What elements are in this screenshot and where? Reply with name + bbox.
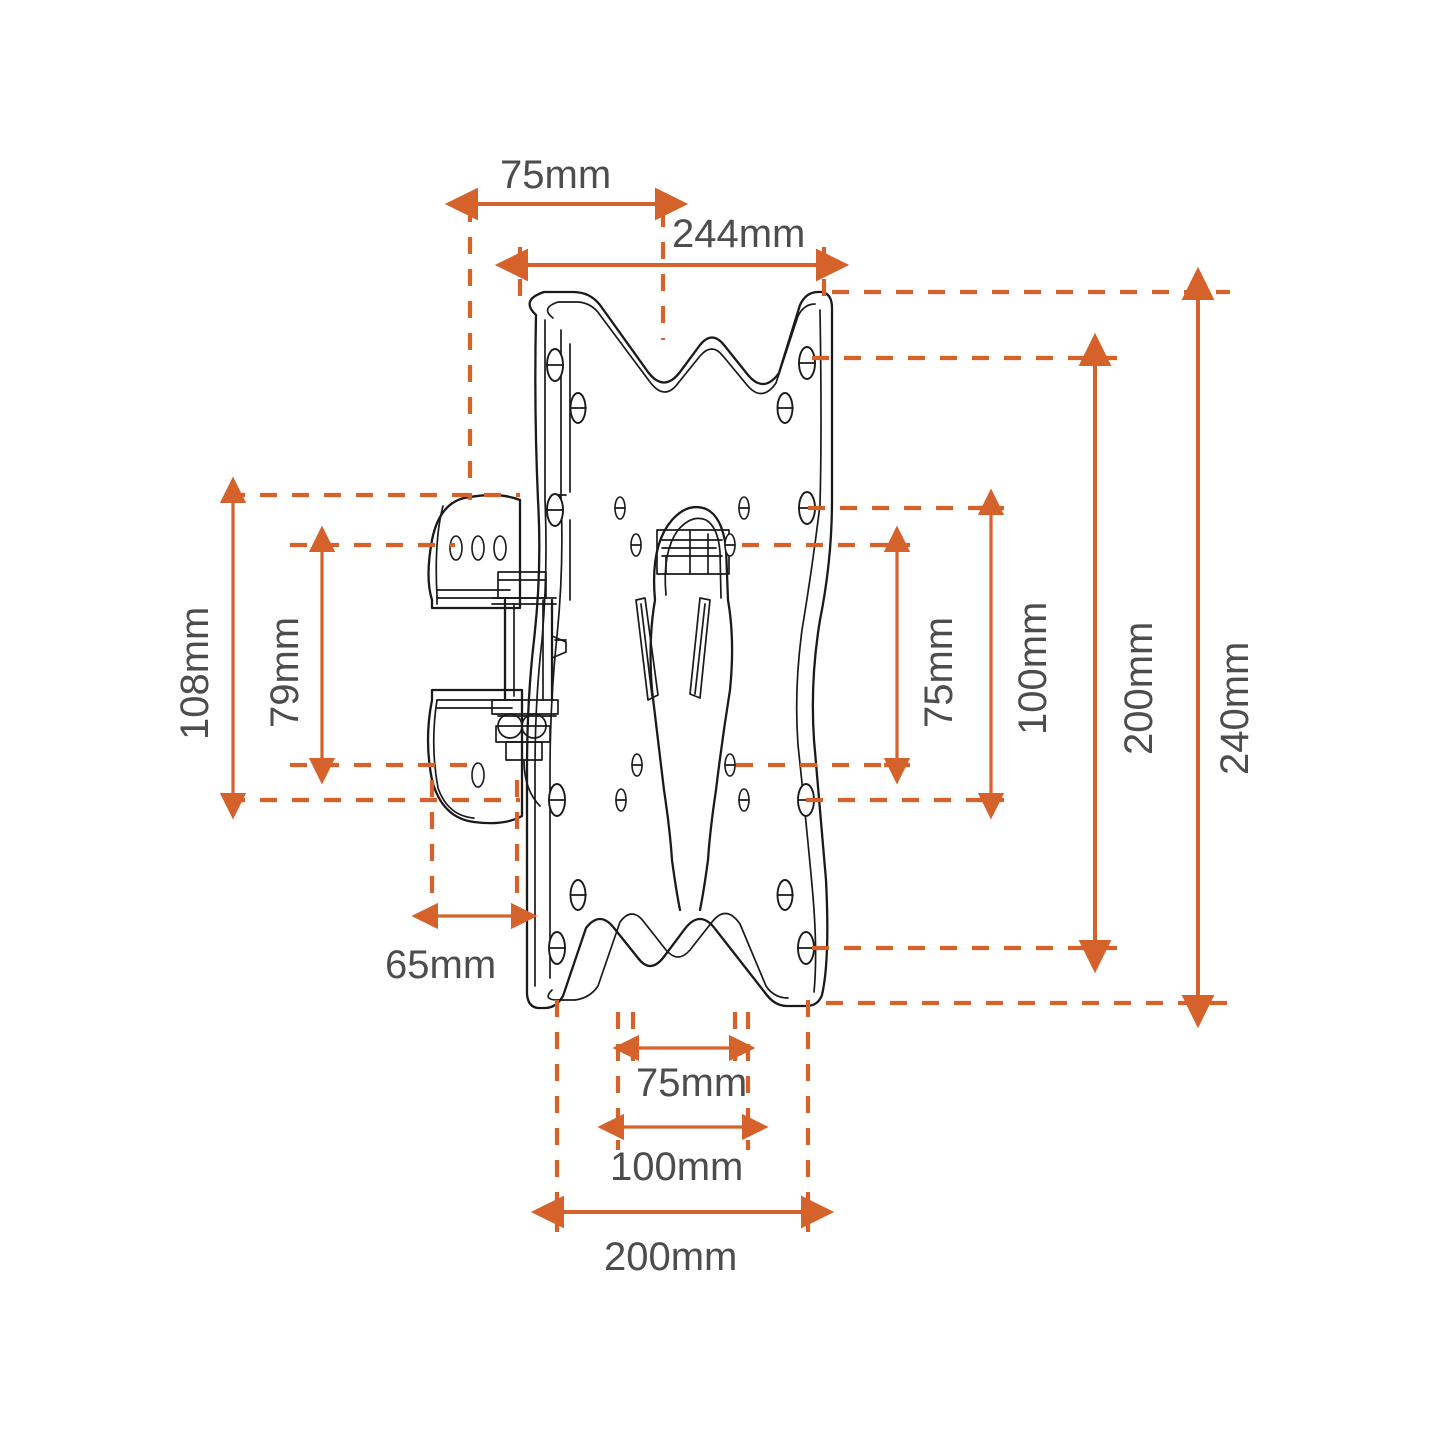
dimension-bottom-75: 75mm (612, 1012, 756, 1105)
tv-mount-bracket-plate (525, 290, 834, 1010)
dimension-left-79: 79mm (263, 525, 478, 785)
dim-label-right-75: 75mm (917, 617, 961, 728)
dim-label-top-75: 75mm (500, 153, 611, 197)
dim-label-right-100: 100mm (1011, 602, 1055, 735)
dimension-right-240: 240mm (826, 266, 1257, 1029)
tilt-mechanism-cradle (635, 505, 734, 912)
dim-label-left-79: 79mm (263, 617, 307, 728)
dimension-right-200: 200mm (812, 332, 1161, 974)
dimension-top-244: 244mm (494, 212, 850, 300)
dimension-top-75: 75mm (444, 153, 689, 500)
dim-label-bottom-100: 100mm (610, 1145, 743, 1189)
wall-plate-assembly (426, 493, 567, 825)
dimension-left-108: 108mm (173, 476, 520, 820)
dim-label-bottom-75: 75mm (636, 1061, 747, 1105)
dim-label-left-108: 108mm (173, 607, 217, 740)
dim-label-top-244: 244mm (672, 212, 805, 256)
dim-label-right-240: 240mm (1213, 642, 1257, 775)
dimension-bottom-100: 100mm (597, 1012, 769, 1189)
dimension-left-65: 65mm (385, 780, 538, 987)
dimension-right-75: 75mm (736, 525, 961, 785)
dimension-right-100: 100mm (806, 488, 1055, 820)
dim-label-left-65: 65mm (385, 943, 496, 987)
dim-label-bottom-200: 200mm (604, 1235, 737, 1279)
dim-label-right-200: 200mm (1117, 622, 1161, 755)
dimension-bottom-200: 200mm (530, 1000, 835, 1279)
